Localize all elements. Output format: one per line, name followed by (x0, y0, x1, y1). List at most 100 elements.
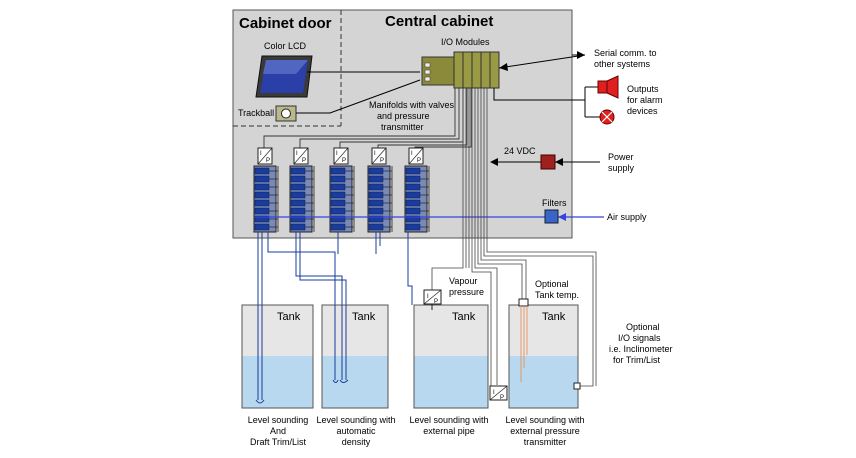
manifold-body (367, 165, 391, 233)
manifold-transmitter-i: I (260, 151, 262, 157)
manifold-transmitter-i: I (374, 151, 376, 157)
manifolds-label-group: Manifolds with valves and pressure trans… (369, 100, 455, 132)
io-modules: I/O Modules (421, 37, 500, 89)
air-supply-label: Air supply (607, 212, 647, 222)
external-transmitter-p: P (500, 395, 504, 401)
outputs-label-line-3: devices (627, 106, 658, 116)
manifolds-label-line-2: and pressure (377, 111, 430, 121)
io-port-2 (424, 69, 431, 75)
valve-segment (290, 167, 306, 175)
manifold-5: IP (404, 147, 430, 233)
valve-segment (330, 207, 346, 215)
io-module-2 (462, 51, 473, 89)
valve-segment (368, 167, 384, 175)
tank-liquid (242, 356, 313, 408)
horn-icon (597, 80, 608, 94)
manifold-body (329, 165, 353, 233)
manifold-body (253, 165, 277, 233)
optional-io-label-line-3: i.e. Inclinometer (609, 344, 673, 354)
tank-caption-line: automatic (336, 426, 376, 436)
tank-liquid (414, 356, 488, 408)
field-wiring (431, 88, 597, 392)
io-port-1 (424, 62, 431, 68)
io-module-3 (471, 51, 482, 89)
valve-segment (405, 223, 421, 231)
tank-caption-line: external pressure (510, 426, 580, 436)
power-supply-icon (540, 154, 556, 170)
valve-segment (290, 199, 306, 207)
trackball: Trackball (238, 79, 421, 122)
tank-caption-line: Draft Trim/List (250, 437, 307, 447)
optional-io-signals: Optional I/O signals i.e. Inclinometer f… (609, 322, 673, 365)
vapour-transmitter-p: P (434, 299, 438, 305)
horn-bell (606, 75, 619, 99)
manifold-1: IP (253, 147, 279, 233)
tank-probes (255, 305, 349, 404)
filters-label: Filters (542, 198, 567, 208)
external-transmitter-i: I (493, 390, 495, 396)
optional-io-label-line-4: for Trim/List (613, 355, 661, 365)
io-module-1 (453, 51, 464, 89)
filter-icon (544, 209, 559, 224)
power-label-line-1: Power (608, 152, 634, 162)
serial-comm: Serial comm. to other systems (498, 48, 657, 71)
valve-segment (290, 183, 306, 191)
tank-label: Tank (277, 311, 301, 323)
manifold-transmitter-i: I (411, 151, 413, 157)
valve-segment (290, 191, 306, 199)
manifolds-label-line-1: Manifolds with valves (369, 100, 455, 110)
valve-segment (405, 191, 421, 199)
outputs-label-line-2: for alarm (627, 95, 663, 105)
optional-io-label-line-1: Optional (626, 322, 660, 332)
tank-label: Tank (542, 311, 566, 323)
air-arrow (558, 213, 566, 221)
color-lcd-label: Color LCD (264, 41, 307, 51)
valve-segment (368, 183, 384, 191)
valve-segment (290, 223, 306, 231)
valve-segment (405, 167, 421, 175)
valve-segment (254, 191, 270, 199)
power-label-line-2: supply (608, 163, 635, 173)
io-module-4 (480, 51, 491, 89)
manifolds-label-line-3: transmitter (381, 122, 424, 132)
vdc-label: 24 VDC (504, 146, 536, 156)
tank-temp-label-line-1: Optional (535, 279, 569, 289)
air-supply-line: Filters Air supply (255, 198, 647, 224)
valve-segment (330, 167, 346, 175)
manifold-transmitter-p: P (342, 158, 346, 164)
tank-caption-line: transmitter (524, 437, 567, 447)
tank-caption-line: Level sounding with (505, 415, 584, 425)
vapour-pressure-sensor: Vapour pressure I P (423, 276, 484, 310)
valve-segment (254, 223, 270, 231)
vapour-label-line-1: Vapour (449, 276, 477, 286)
tank-temp-head-icon (518, 298, 529, 307)
color-lcd: Color LCD (255, 41, 420, 98)
trackball-ball (281, 108, 291, 119)
tank-temp-sensor: Optional Tank temp. (518, 279, 579, 382)
manifold-transmitter-i: I (336, 151, 338, 157)
valve-segment (330, 223, 346, 231)
alarm-outputs: Outputs for alarm devices (493, 75, 663, 125)
valve-segment (405, 199, 421, 207)
valve-segment (405, 207, 421, 215)
valve-segment (290, 207, 306, 215)
valve-segment (405, 183, 421, 191)
power-arrow (555, 158, 563, 166)
manifold-transmitter-p: P (417, 158, 421, 164)
vapour-label-line-2: pressure (449, 287, 484, 297)
serial-label-line-2: other systems (594, 59, 651, 69)
valve-segment (254, 167, 270, 175)
manifold-transmitter-p: P (380, 158, 384, 164)
valve-segment (368, 175, 384, 183)
power-supply: 24 VDC Power supply (490, 146, 635, 173)
valve-segment (368, 207, 384, 215)
manifold-2: IP (289, 147, 315, 233)
tank-caption-line: Level sounding (248, 415, 309, 425)
tank-liquid (509, 356, 578, 408)
